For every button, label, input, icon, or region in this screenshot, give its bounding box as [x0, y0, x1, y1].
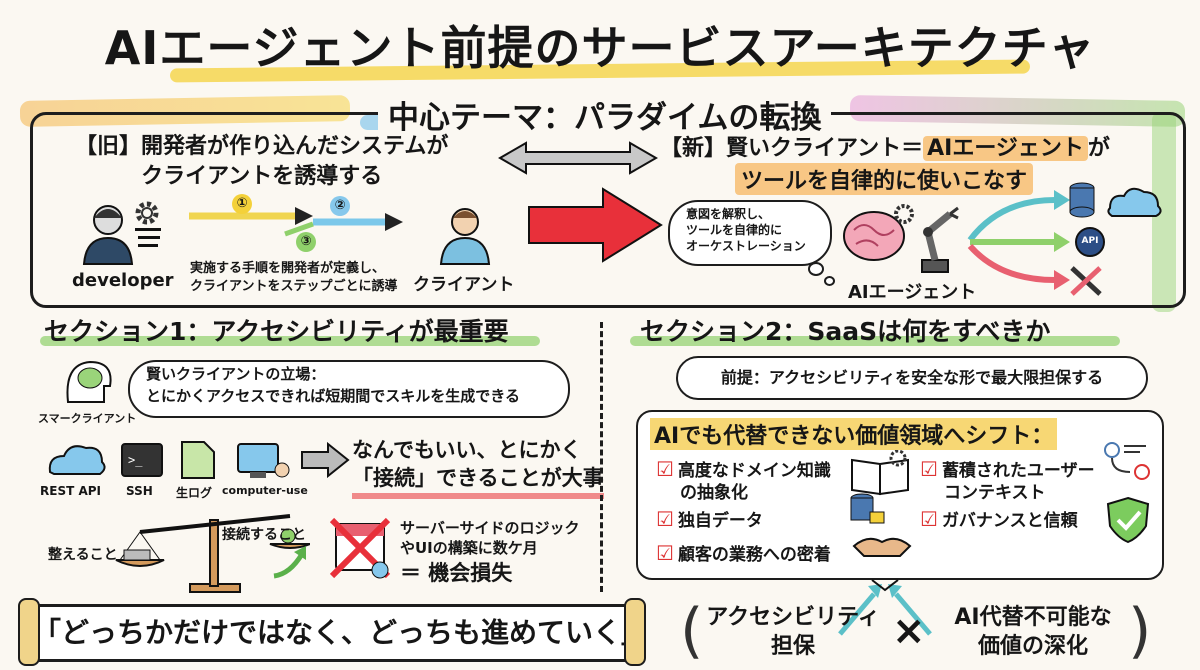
calendar-cross-icon: [330, 517, 391, 579]
section1-underline: [40, 336, 540, 346]
stance-line1: 賢いクライアントの立場：: [146, 365, 326, 383]
value-heading: AIでも代替できない価値領域へシフト：: [650, 418, 1058, 450]
data-label: 独自データ: [677, 511, 763, 531]
access-rest-api: REST API: [40, 484, 101, 498]
section1-heading: セクション1：アクセシビリティが最重要: [44, 317, 509, 346]
access-raw-logs: 生ログ: [176, 486, 213, 500]
access-computer-use: computer-use: [222, 484, 308, 497]
central-theme: 中心テーマ：パラダイムの転換: [378, 92, 832, 137]
check-item-data: ☑独自データ: [656, 506, 763, 532]
domain-line1: 高度なドメイン知識: [677, 461, 831, 481]
client-stance-bubble: [128, 360, 570, 418]
context-line2: コンテキスト: [944, 483, 1046, 504]
conclusion-banner: 「どっちかだけではなく、どっちも進めていく」: [30, 604, 649, 662]
connect-label: 接続すること: [222, 527, 306, 543]
accessibility-line: アクセシビリティ: [706, 605, 880, 630]
connect-line2: 「接続」できることが大事: [352, 464, 604, 499]
green-up-arrow-icon: [273, 546, 306, 579]
access-ssh: SSH: [126, 484, 153, 498]
new-paradigm-heading: 【新】賢いクライアント＝AIエージェントが: [660, 130, 1110, 162]
section2-underline: [630, 336, 1120, 346]
opportunity-loss: ＝ 機会損失: [400, 560, 513, 585]
access-icons: >_: [48, 441, 290, 479]
deepen-line: 価値の深化: [977, 633, 1088, 659]
section2-heading: セクション2：SaaSは何をすべきか: [640, 317, 1051, 346]
thought-line1: 意図を解釈し、: [686, 207, 771, 221]
scroll-end-right: [624, 598, 646, 666]
premise-box: 前提：アクセシビリティを安全な形で最大限担保する: [676, 356, 1148, 400]
old-paradigm-heading: 【旧】開発者が作り込んだシステムが クライアントを誘導する: [75, 132, 448, 191]
domain-line2: の抽象化: [680, 483, 748, 504]
context-line1: 蓄積されたユーザー: [941, 461, 1095, 481]
check-item-customer: ☑顧客の業務への密着: [656, 540, 831, 566]
prepare-label: 整えること: [48, 547, 118, 563]
smart-client-label: スマークライアント: [38, 412, 137, 425]
scroll-end-left: [18, 598, 40, 666]
bottom-right-text: AI代替不可能な 価値の深化: [940, 604, 1126, 661]
tool-arrows: [967, 182, 1162, 296]
section-divider: [600, 322, 603, 592]
irreplaceable-line: AI代替不可能な: [954, 605, 1112, 630]
thought-dot-small: [824, 276, 835, 286]
api-badge: API: [1081, 236, 1099, 246]
bottom-left-text: アクセシビリティ 担保: [700, 604, 886, 661]
gear-icon: [135, 201, 159, 225]
check-icon: ☑: [656, 507, 674, 531]
new-heading-line2: ツールを自律的に使いこなす: [735, 163, 1034, 195]
ai-agent-label: AIエージェント: [848, 282, 977, 303]
brain-robot-icon: [843, 204, 959, 273]
right-paren: ): [1128, 596, 1152, 666]
balance-scale-icon: [115, 514, 310, 593]
old-heading-line1: 【旧】開発者が作り込んだシステムが: [75, 134, 449, 159]
governance-label: ガバナンスと信頼: [941, 511, 1078, 531]
developer-label: developer: [72, 270, 174, 291]
gray-arrow-icon: [301, 442, 350, 478]
server-cost-note: サーバーサイドのロジック やUIの構築に数ケ月 ＝ 機会損失: [400, 518, 580, 587]
connect-line1: なんでもいい、とにかく: [352, 438, 582, 462]
customer-label: 顧客の業務への密着: [677, 545, 831, 565]
new-heading-suffix: が: [1087, 136, 1110, 161]
client-label: クライアント: [413, 275, 515, 295]
developer-icon: [82, 205, 161, 265]
thought-line3: オーケストレーション: [686, 239, 806, 254]
step-3-badge: ③: [296, 232, 316, 252]
check-icon: ☑: [920, 457, 938, 481]
check-item-domain: ☑高度なドメイン知識 の抽象化: [656, 456, 831, 504]
times-symbol: ×: [892, 608, 926, 654]
page-title: AIエージェント前提のサービスアーキテクチャ: [104, 21, 1096, 75]
thought-line2: ツールを自律的に: [686, 223, 783, 238]
old-note-line2: クライアントをステップごとに誘導: [190, 278, 398, 294]
server-line1: サーバーサイドのロジック: [400, 519, 580, 537]
old-note: 実施する手順を開発者が定義し、 クライアントをステップごとに誘導: [190, 260, 397, 295]
cross-arrows-icon: [838, 579, 932, 636]
guarantee-line: 担保: [770, 633, 815, 659]
thought-bubble: [668, 200, 832, 266]
big-red-arrow-icon: [528, 187, 663, 263]
check-icon: ☑: [656, 541, 674, 565]
connect-message: なんでもいい、とにかく 「接続」できることが大事: [352, 436, 604, 499]
left-paren: (: [680, 596, 704, 666]
smart-client-brain-icon: [66, 360, 112, 403]
step-2-badge: ②: [330, 196, 350, 216]
server-line2: やUIの構築に数ケ月: [400, 539, 538, 558]
old-note-line1: 実施する手順を開発者が定義し、: [190, 261, 386, 276]
double-arrow-icon: [498, 141, 658, 175]
step-1-badge: ①: [232, 194, 252, 214]
new-heading-prefix: 【新】賢いクライアント＝: [660, 136, 924, 161]
new-heading-highlight: AIエージェント: [923, 136, 1088, 161]
check-icon: ☑: [656, 457, 674, 481]
step-arrows: [189, 207, 403, 237]
section2-icons: [850, 450, 912, 557]
check-item-governance: ☑ガバナンスと信頼: [920, 506, 1078, 532]
client-icon: [439, 208, 491, 265]
old-heading-line2: クライアントを誘導する: [141, 163, 383, 189]
context-shield-icons: [1104, 442, 1150, 544]
stance-line2: とにかくアクセスできれば短期間でスキルを生成できる: [146, 386, 520, 405]
svg-text:>_: >_: [128, 453, 143, 467]
thought-dot: [808, 262, 824, 276]
check-icon: ☑: [920, 507, 938, 531]
thought-text: 意図を解釈し、 ツールを自律的に オーケストレーション: [686, 206, 806, 255]
check-item-context: ☑蓄積されたユーザー コンテキスト: [920, 456, 1095, 504]
client-stance-text: 賢いクライアントの立場： とにかくアクセスできれば短期間でスキルを生成できる: [146, 364, 520, 408]
